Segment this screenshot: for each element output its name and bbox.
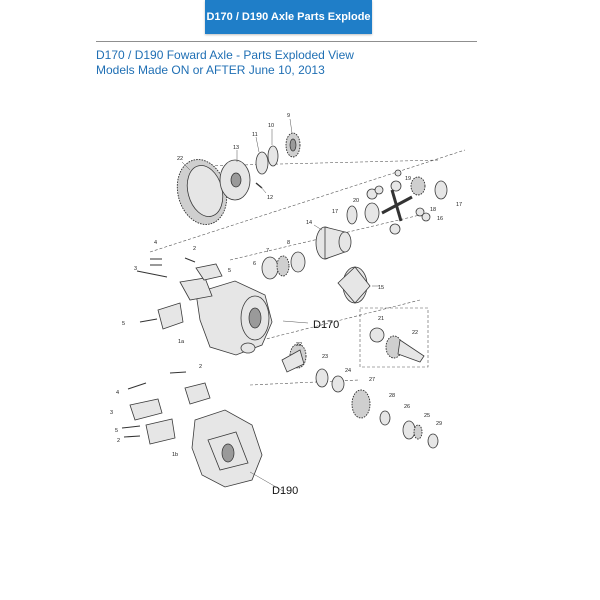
callout-22: 22 — [177, 156, 183, 162]
callout-21: 21 — [378, 316, 384, 322]
bearing-set — [261, 251, 306, 280]
ring-gear — [176, 159, 228, 225]
inset-pinion — [369, 327, 425, 363]
callout-18: 18 — [430, 207, 436, 213]
title-divider — [96, 41, 477, 42]
callout-4b: 4 — [116, 390, 119, 396]
callout-12: 12 — [267, 195, 273, 201]
differential-spider — [346, 169, 448, 235]
callout-23: 23 — [322, 354, 328, 360]
callout-5c: 5 — [115, 428, 118, 434]
page-title: D170 / D190 Foward Axle - Parts Exploded… — [96, 48, 354, 62]
callout-15: 15 — [378, 285, 384, 291]
callout-20: 20 — [353, 198, 359, 204]
callout-1b: 1b — [172, 452, 178, 458]
callout-8: 8 — [287, 240, 290, 246]
callout-11: 11 — [252, 132, 258, 138]
callout-2b: 2 — [199, 364, 202, 370]
callout-4: 4 — [154, 240, 157, 246]
d190-housing — [129, 382, 263, 488]
callout-3b: 3 — [110, 410, 113, 416]
d170-housing — [157, 263, 273, 356]
leader-lines — [181, 118, 379, 492]
drive-pinion — [281, 343, 439, 449]
callout-16: 16 — [437, 216, 443, 222]
callout-29: 29 — [436, 421, 442, 427]
callout-17: 17 — [456, 202, 462, 208]
page-tab[interactable]: D170 / D190 Axle Parts Explode — [205, 0, 372, 34]
callout-22c: 22 — [296, 342, 302, 348]
model-label-d170: D170 — [313, 319, 339, 331]
callout-24: 24 — [345, 368, 351, 374]
callout-26: 26 — [404, 404, 410, 410]
differential-case-half — [219, 159, 251, 201]
callout-9: 9 — [287, 113, 290, 119]
callout-7: 7 — [266, 248, 269, 254]
callout-10: 10 — [268, 123, 274, 129]
callout-6: 6 — [253, 261, 256, 267]
assembly-axis-line — [149, 149, 466, 253]
page-subtitle: Models Made ON or AFTER June 10, 2013 — [96, 63, 325, 77]
callout-13: 13 — [233, 145, 239, 151]
assembly-axis-line — [261, 299, 421, 341]
callout-19: 19 — [405, 176, 411, 182]
cap-bolts — [136, 257, 196, 323]
callout-27: 27 — [369, 377, 375, 383]
callout-5b: 5 — [122, 321, 125, 327]
callout-28: 28 — [389, 393, 395, 399]
callout-3: 3 — [134, 266, 137, 272]
callout-25: 25 — [424, 413, 430, 419]
callout-1a: 1a — [178, 339, 185, 345]
callout-17b: 17 — [332, 209, 338, 215]
pinion-inset-box — [359, 307, 429, 368]
callout-2: 2 — [193, 246, 196, 252]
differential-case — [315, 226, 371, 304]
callout-5a: 5 — [228, 268, 231, 274]
bearing-cone — [255, 132, 301, 175]
model-label-d190: D190 — [272, 485, 298, 497]
callout-22b: 22 — [412, 330, 418, 336]
d190-cap-bolts — [121, 371, 187, 438]
callout-14: 14 — [306, 220, 312, 226]
callout-2c: 2 — [117, 438, 120, 444]
